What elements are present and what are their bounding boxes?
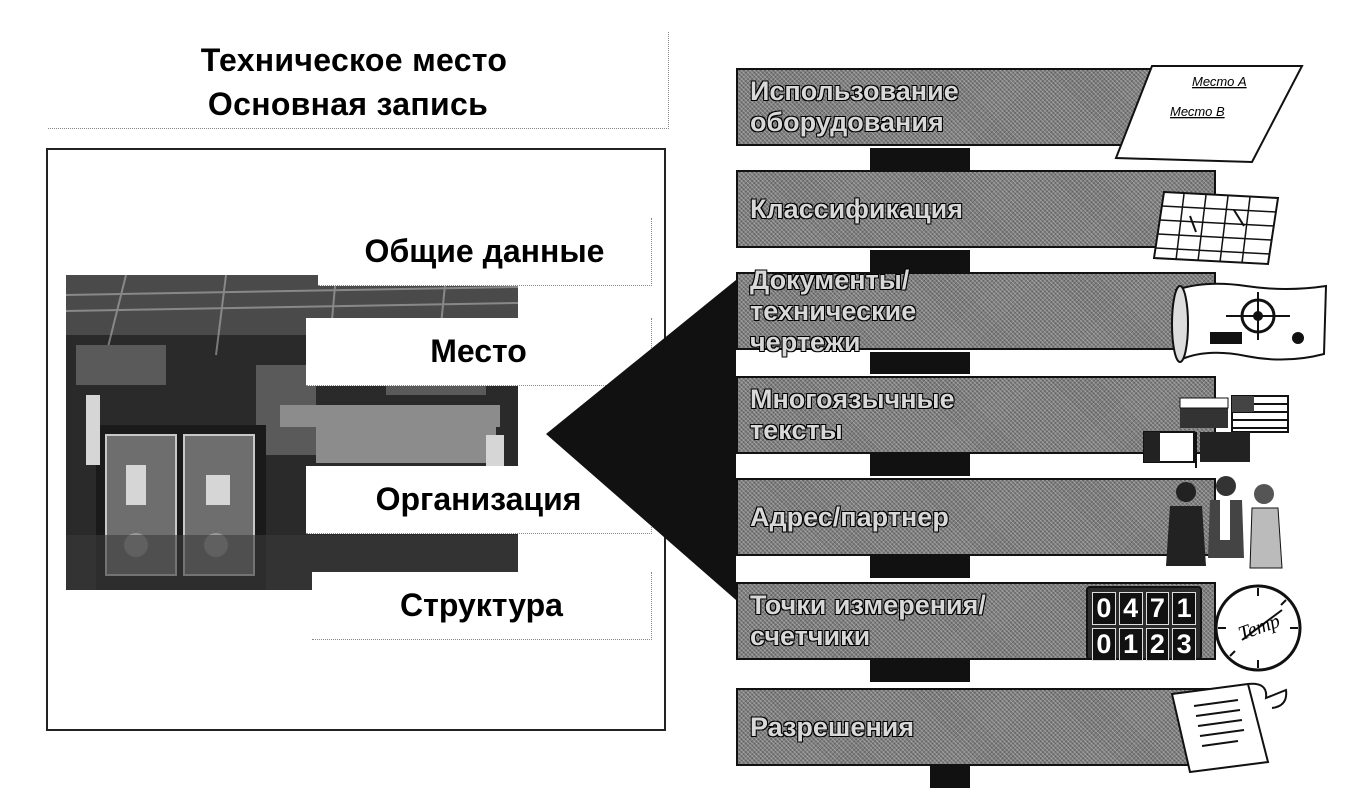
permit-document-icon (1170, 682, 1288, 774)
connector-2 (870, 250, 970, 272)
connector-1 (870, 148, 970, 170)
connector-7 (930, 766, 970, 788)
tab-general-data[interactable]: Общие данные (318, 218, 652, 286)
title-block: Техническое место Основная запись (48, 32, 669, 129)
tab-organization[interactable]: Организация (306, 466, 652, 534)
counter-digit: 7 (1145, 592, 1170, 625)
fan-connector (546, 280, 736, 600)
feature-classification[interactable]: Классификация (736, 170, 1216, 248)
feature-label-line2: оборудования (750, 107, 944, 137)
feature-label-line1: Использование (750, 76, 959, 106)
feature-label: Разрешения (750, 711, 915, 742)
feature-label: Многоязычные тексты (750, 384, 955, 445)
tab-structure[interactable]: Структура (312, 572, 652, 640)
connector-4 (870, 454, 970, 476)
counter-digit: 4 (1118, 592, 1143, 625)
business-people-icon (1166, 476, 1283, 569)
feature-label-line1: Документы/технические (750, 264, 917, 326)
connector-3 (870, 352, 970, 374)
feature-label: Адрес/партнер (750, 501, 949, 532)
feature-documents[interactable]: Документы/технические чертежи (736, 265, 1216, 357)
meter-counter: 0 4 7 1 0 1 2 3 (1086, 586, 1202, 661)
feature-label-line2: счетчики (750, 621, 871, 651)
feature-label-line2: чертежи (750, 326, 861, 357)
counter-digit: 3 (1172, 628, 1196, 661)
counter-digit: 0 (1092, 592, 1116, 625)
connector-6 (870, 660, 970, 682)
temperature-gauge-icon: Temp (1214, 584, 1302, 672)
connector-5 (870, 556, 970, 578)
feature-permits[interactable]: Разрешения (736, 688, 1216, 766)
counter-digit: 0 (1092, 628, 1116, 661)
place-b-label: Место B (1170, 104, 1225, 119)
feature-label: Классификация (750, 193, 963, 224)
classification-grid-icon (1152, 190, 1280, 266)
tab-location[interactable]: Место (306, 318, 652, 386)
technical-drawing-icon (1171, 282, 1328, 363)
feature-multilingual-texts[interactable]: Многоязычные тексты (736, 376, 1216, 454)
page-title-line1: Техническое место (200, 42, 508, 78)
counter-digit: 2 (1145, 628, 1170, 661)
feature-measuring-points[interactable]: Точки измерения/ счетчики (736, 582, 1216, 660)
page-title-line2: Основная запись (207, 86, 489, 122)
place-a-label: Место A (1192, 74, 1247, 89)
counter-digit: 1 (1172, 592, 1196, 625)
feature-address-partner[interactable]: Адрес/партнер (736, 478, 1216, 556)
feature-label-line1: Точки измерения/ (750, 590, 986, 620)
counter-digit: 1 (1118, 628, 1143, 661)
flags-icon (1143, 395, 1289, 468)
document-card-icon: Место A Место B (1114, 65, 1304, 164)
